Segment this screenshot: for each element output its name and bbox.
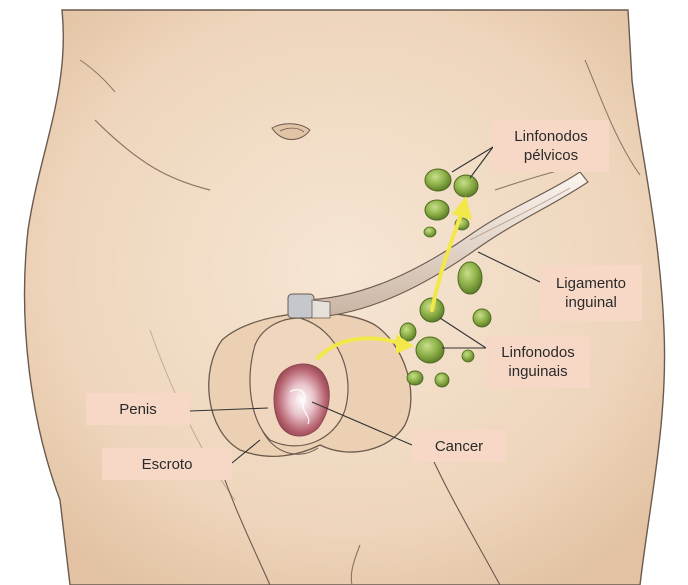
- label-inguinal-nodes-line1: Linfonodos: [501, 343, 574, 362]
- label-inguinal-ligament-line2: inguinal: [565, 293, 617, 312]
- label-penis: Penis: [86, 393, 190, 425]
- label-pelvic-nodes-line1: Linfonodos: [514, 127, 587, 146]
- label-cancer-text: Cancer: [435, 437, 483, 456]
- label-inguinal-nodes: Linfonodos inguinais: [486, 336, 590, 388]
- label-scrotum: Escroto: [102, 448, 232, 480]
- label-inguinal-ligament: Ligamento inguinal: [540, 265, 642, 321]
- label-cancer: Cancer: [412, 430, 506, 462]
- label-pelvic-nodes-line2: pélvicos: [524, 146, 578, 165]
- label-scrotum-text: Escroto: [142, 455, 193, 474]
- label-inguinal-nodes-line2: inguinais: [508, 362, 567, 381]
- label-inguinal-ligament-line1: Ligamento: [556, 274, 626, 293]
- label-penis-text: Penis: [119, 400, 157, 419]
- label-pelvic-nodes: Linfonodos pélvicos: [493, 120, 609, 172]
